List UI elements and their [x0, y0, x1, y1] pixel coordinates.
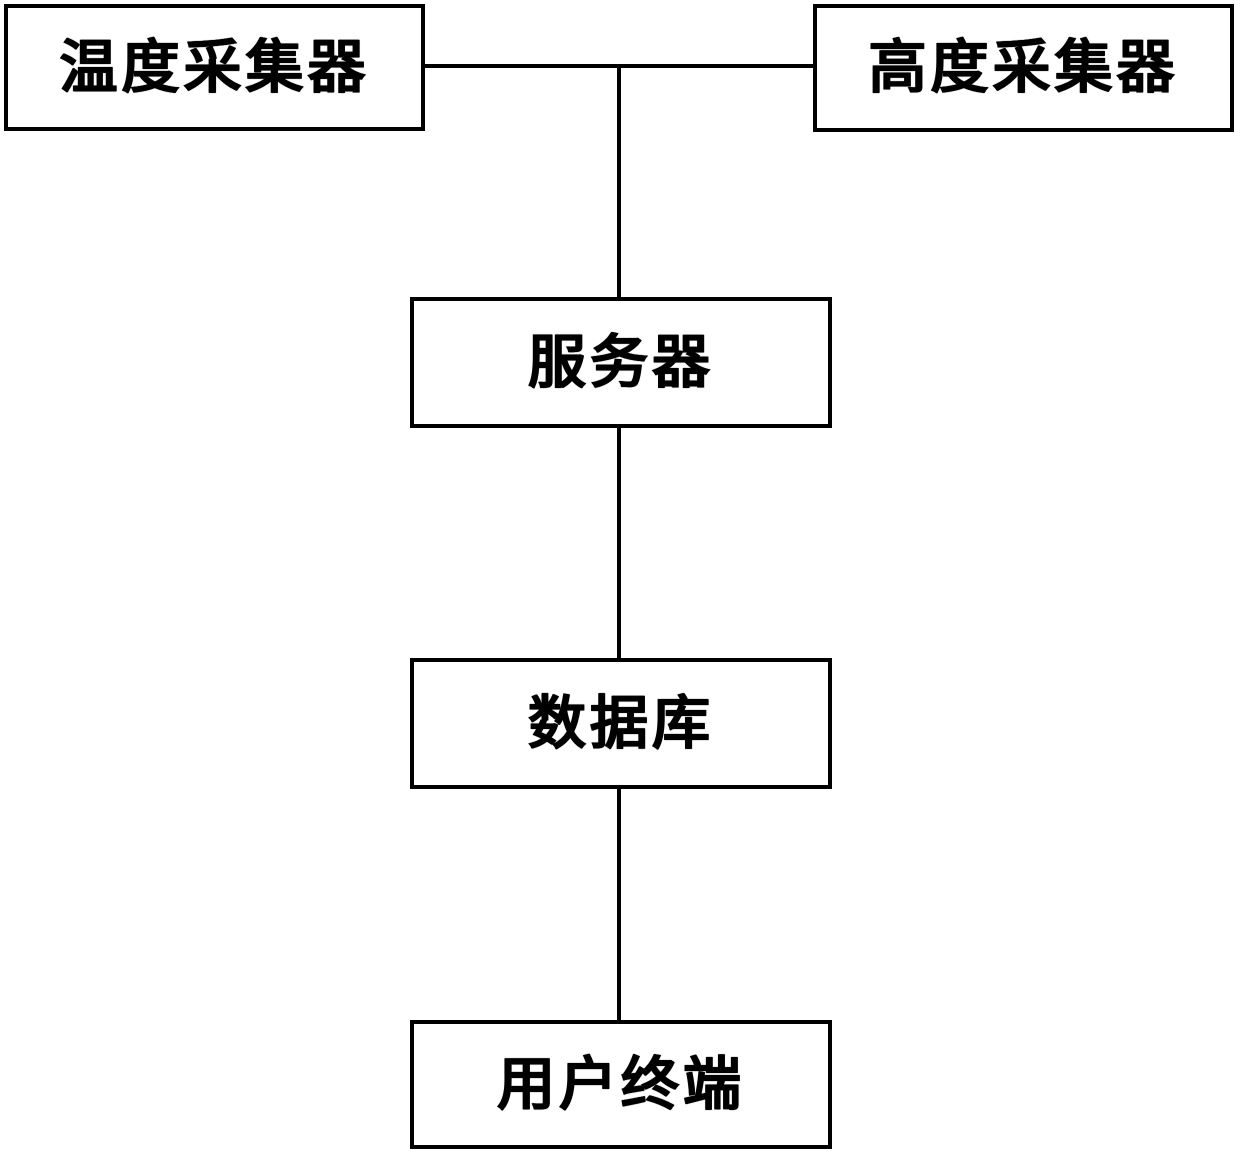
node-height-collector: 高度采集器: [813, 4, 1234, 132]
node-database-label: 数据库: [527, 690, 714, 756]
connector-server-to-database-line: [617, 426, 621, 660]
connector-junction-to-server-line: [617, 66, 621, 299]
node-server-label: 服务器: [527, 329, 714, 395]
node-temperature-collector: 温度采集器: [4, 4, 425, 131]
node-server: 服务器: [410, 297, 832, 428]
node-user-terminal-label: 用户终端: [496, 1051, 745, 1117]
node-database: 数据库: [410, 658, 832, 789]
node-user-terminal: 用户终端: [410, 1020, 832, 1149]
connector-database-to-terminal-line: [617, 786, 621, 1022]
node-temperature-collector-label: 温度采集器: [59, 34, 370, 100]
node-height-collector-label: 高度采集器: [868, 35, 1179, 100]
